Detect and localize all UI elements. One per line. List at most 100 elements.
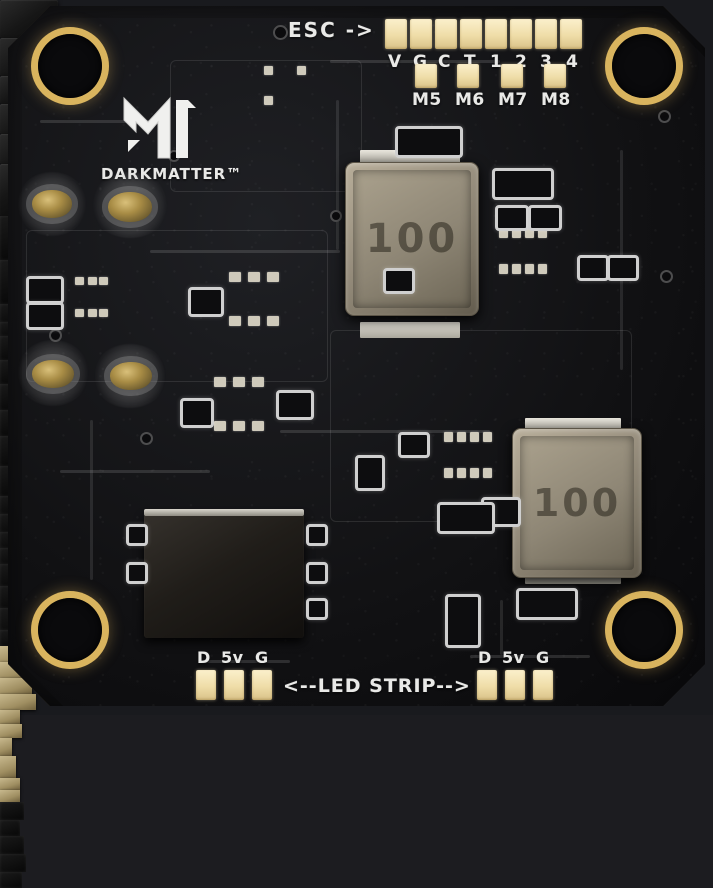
- power-inductor-2: 100: [512, 428, 642, 578]
- ic4-leg-b4: [538, 264, 547, 274]
- ic4-leg-b1: [499, 264, 508, 274]
- ic2-leg-top-3: [252, 377, 264, 387]
- trace-v-1: [336, 100, 339, 250]
- led-left-label-g: G: [255, 648, 269, 667]
- smd-pad-ring-3: [495, 205, 529, 231]
- power-pad-gnd[interactable]: [110, 362, 152, 390]
- led-left-pad-d[interactable]: [196, 670, 216, 700]
- power-pad-vbat[interactable]: [32, 360, 74, 388]
- esc-pad-label-v: V: [388, 52, 402, 72]
- ic5-leg-b4: [483, 468, 492, 478]
- ceramic-cap-10: [0, 790, 20, 802]
- smd-pad-ring-15: [516, 588, 578, 620]
- motor-pad-m5[interactable]: [415, 64, 437, 88]
- ic4-leg-t3: [525, 228, 534, 238]
- inductor1-face: 100: [353, 170, 471, 308]
- motor-pad-m8[interactable]: [544, 64, 566, 88]
- smd-black-cap-2: [0, 820, 20, 836]
- ic3-leg-b3: [99, 309, 108, 317]
- ic2-leg-bot-3: [252, 421, 264, 431]
- smd-pad-ring-9: [398, 432, 430, 458]
- trace-h-6: [200, 660, 290, 663]
- motor-pad-m6[interactable]: [457, 64, 479, 88]
- smd-pad-ring-7: [607, 255, 639, 281]
- esc-pad-c[interactable]: [435, 19, 457, 49]
- motor-pad-label-m7: M7: [498, 90, 528, 110]
- connector-mount-pad-right3: [306, 598, 328, 620]
- ceramic-cap-7: [0, 738, 12, 756]
- ic5-leg-t3: [470, 432, 479, 442]
- smd-pad-ring-5: [383, 268, 415, 294]
- ceramic-cap-3: [0, 678, 32, 694]
- usb-connector-shield[interactable]: [144, 509, 304, 638]
- trace-h-4: [60, 470, 210, 473]
- esc-pad-label-1: 1: [490, 52, 503, 72]
- ceramic-cap-5: [0, 710, 20, 724]
- esc-label: ESC ->: [288, 18, 375, 42]
- brand-logo-mark: [118, 92, 208, 170]
- mounting-hole-bottom-right: [605, 591, 683, 669]
- ic1-leg-bot-2: [248, 316, 260, 326]
- esc-pad-label-t: T: [464, 52, 477, 72]
- esc-pad-v[interactable]: [385, 19, 407, 49]
- ic1-leg-top-3: [267, 272, 279, 282]
- trace-h-2: [150, 250, 340, 253]
- esc-pad-1[interactable]: [485, 19, 507, 49]
- ceramic-cap-6: [0, 724, 22, 738]
- motor-pad-label-m5: M5: [412, 90, 442, 110]
- inductor1-terminal-bottom: [360, 322, 460, 338]
- esc-pad-2[interactable]: [510, 19, 532, 49]
- led-left-pad-g[interactable]: [252, 670, 272, 700]
- mounting-hole-bottom-left: [31, 591, 109, 669]
- trace-v-3: [90, 420, 93, 580]
- esc-pad-3[interactable]: [535, 19, 557, 49]
- via-3: [140, 432, 153, 445]
- esc-pad-label-2: 2: [515, 52, 528, 72]
- smd-pad-ring-17: [492, 168, 554, 200]
- ic2-leg-top-1: [214, 377, 226, 387]
- smd-black-cap-5: [0, 872, 22, 888]
- smd-black-cap-4: [0, 854, 26, 872]
- ic5-leg-t2: [457, 432, 466, 442]
- led-right-pad-g[interactable]: [533, 670, 553, 700]
- smd-pad-ring-14: [445, 594, 481, 648]
- smd-pad-ring-6: [577, 255, 609, 281]
- ic4-leg-t2: [512, 228, 521, 238]
- motor-pad-m7[interactable]: [501, 64, 523, 88]
- led-right-pad-5v[interactable]: [505, 670, 525, 700]
- ic4-leg-b2: [512, 264, 521, 274]
- led-left-label-d: D: [197, 648, 211, 667]
- led-right-pad-d[interactable]: [477, 670, 497, 700]
- ceramic-cap-9: [0, 778, 20, 790]
- led-left-label-5v: 5v: [221, 648, 244, 667]
- esc-pad-g[interactable]: [410, 19, 432, 49]
- inductor1-marking: 100: [365, 216, 459, 262]
- dm-logo-icon: [123, 96, 196, 159]
- power-pad-battery-plus[interactable]: [32, 190, 72, 218]
- led-right-label-d: D: [478, 648, 492, 667]
- ic5-leg-b3: [470, 468, 479, 478]
- led-left-pad-5v[interactable]: [224, 670, 244, 700]
- smd-pad-ring-2: [26, 302, 64, 330]
- ic3-leg-t2: [88, 277, 97, 285]
- ic2-leg-bot-1: [214, 421, 226, 431]
- via-6: [330, 210, 342, 222]
- led-right-label-g: G: [536, 648, 550, 667]
- ic5-leg-b2: [457, 468, 466, 478]
- smd-black-cap-3: [0, 836, 24, 854]
- ic6-leg-r1: [297, 66, 306, 75]
- ic5-leg-t1: [444, 432, 453, 442]
- trace-h-1: [40, 120, 160, 123]
- power-pad-battery-minus[interactable]: [108, 192, 152, 222]
- ic2-leg-top-2: [233, 377, 245, 387]
- ic4-leg-t4: [538, 228, 547, 238]
- esc-pad-4[interactable]: [560, 19, 582, 49]
- inductor2-marking: 100: [532, 481, 622, 525]
- smd-pad-ring-10: [188, 287, 224, 317]
- connector-mount-pad-right: [306, 524, 328, 546]
- connector-mount-pad-left: [126, 524, 148, 546]
- esc-pad-t[interactable]: [460, 19, 482, 49]
- smd-pad-ring-11: [276, 390, 314, 420]
- led-right-label-5v: 5v: [502, 648, 525, 667]
